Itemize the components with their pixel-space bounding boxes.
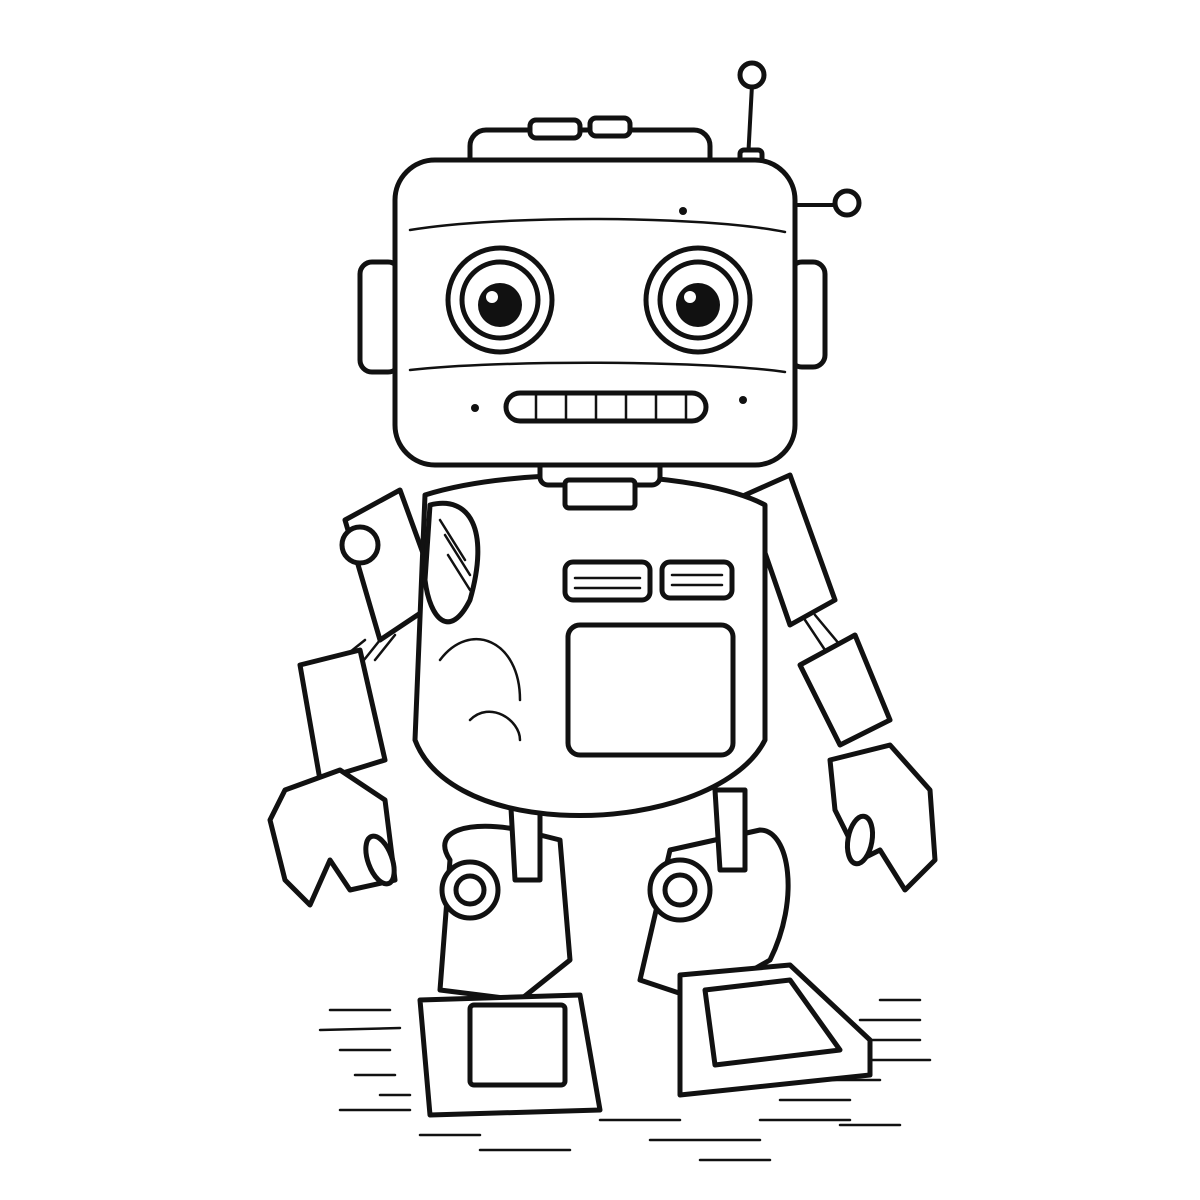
torso xyxy=(412,472,768,819)
left-eye xyxy=(445,245,555,355)
mouth xyxy=(503,390,709,424)
chest-panel xyxy=(565,622,736,758)
left-leg xyxy=(637,787,873,1098)
chest-vent-right xyxy=(659,559,735,601)
head xyxy=(357,115,828,468)
left-arm xyxy=(742,472,938,893)
chest-vent-left xyxy=(562,559,653,603)
right-eye xyxy=(643,245,753,355)
right-leg xyxy=(417,787,603,1118)
